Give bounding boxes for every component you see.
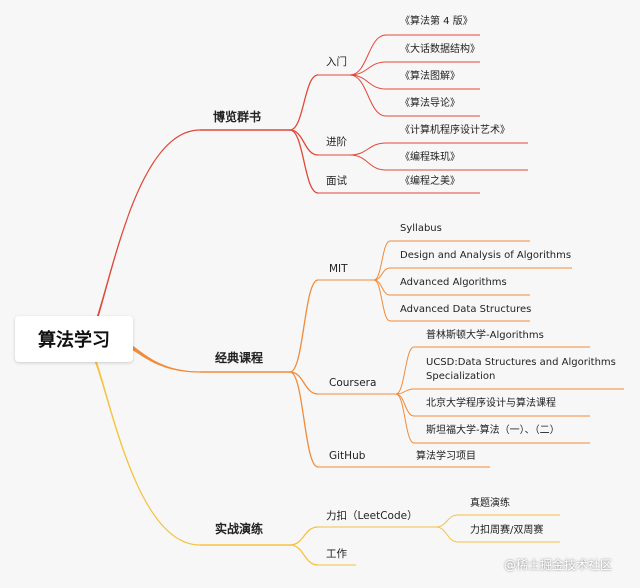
leaf-intro-to-algorithms[interactable]: 《算法导论》 (400, 98, 460, 109)
connector-46 (395, 393, 415, 444)
leaf-advanced-algorithms[interactable]: Advanced Algorithms (400, 277, 507, 288)
branch-courses[interactable]: 经典课程 (215, 351, 264, 365)
connector-48 (289, 526, 319, 546)
node-mit[interactable]: MIT (329, 263, 348, 275)
node-beginner[interactable]: 入门 (326, 56, 347, 68)
connector-50 (289, 544, 319, 566)
leaf-princeton-algorithms[interactable]: 普林斯顿大学-Algorithms (426, 330, 544, 341)
connector-23 (349, 154, 387, 171)
leaf-beauty-of-programming[interactable]: 《编程之美》 (400, 176, 460, 187)
leaf-design-analysis-algorithms[interactable]: Design and Analysis of Algorithms (400, 250, 572, 261)
leaf-programming-pearls[interactable]: 《编程珠玑》 (400, 152, 460, 163)
leaf-advanced-data-structures[interactable]: Advanced Data Structures (400, 304, 532, 315)
main-branch-0 (86, 129, 200, 344)
leaf-stanford-algorithms[interactable]: 斯坦福大学-算法（一）、（二） (426, 425, 560, 436)
leaf-dahua-ds[interactable]: 《大话数据结构》 (400, 44, 480, 55)
connector-54 (435, 526, 459, 543)
leaf-taocp[interactable]: 《计算机程序设计艺术》 (400, 125, 510, 136)
connector-32 (373, 240, 391, 281)
connector-44 (395, 393, 415, 417)
branch-reading[interactable]: 博览群书 (213, 110, 262, 124)
leaf-past-exams[interactable]: 真题演练 (470, 498, 510, 509)
connector-16 (349, 74, 387, 90)
node-coursera[interactable]: Coursera (329, 377, 377, 389)
main-branch-1 (125, 342, 200, 373)
leaf-ucsd-specialization[interactable]: UCSD:Data Structures and Algorithms Spec… (426, 357, 616, 382)
root-label: 算法学习 (38, 330, 110, 351)
branch-practice[interactable]: 实战演练 (215, 522, 264, 536)
leaf-pku-course[interactable]: 北京大学程序设计与算法课程 (426, 398, 556, 409)
connector-52 (435, 514, 459, 528)
connector-14 (349, 61, 387, 76)
connector-6 (289, 74, 319, 131)
main-branch-2 (86, 341, 200, 546)
leaf-algorithm-project[interactable]: 算法学习项目 (416, 451, 476, 462)
leaf-grokking-algorithms[interactable]: 《算法图解》 (400, 71, 460, 82)
watermark: @稀土掘金技术社区 (504, 558, 613, 572)
connector-38 (373, 279, 391, 322)
leaf-algorithms-4th[interactable]: 《算法第 4 版》 (400, 16, 473, 27)
connector-10 (289, 129, 319, 194)
leaf-weekly-contests[interactable]: 力扣周赛/双周赛 (470, 525, 544, 536)
connector-30 (289, 371, 319, 468)
node-work[interactable]: 工作 (326, 548, 347, 560)
connector-18 (349, 74, 387, 117)
connector-8 (289, 129, 319, 156)
node-interview[interactable]: 面试 (326, 175, 347, 187)
root-node[interactable]: 算法学习 (15, 316, 133, 362)
connector-34 (373, 267, 391, 281)
connector-40 (395, 346, 415, 395)
node-github[interactable]: GitHub (329, 450, 366, 462)
connector-42 (395, 388, 415, 395)
connector-28 (289, 371, 319, 395)
connector-26 (289, 279, 319, 373)
node-advanced[interactable]: 进阶 (326, 136, 347, 148)
node-leetcode[interactable]: 力扣（LeetCode） (326, 510, 418, 522)
connector-21 (349, 142, 387, 156)
leaf-syllabus[interactable]: Syllabus (400, 223, 442, 234)
connector-12 (349, 34, 387, 76)
